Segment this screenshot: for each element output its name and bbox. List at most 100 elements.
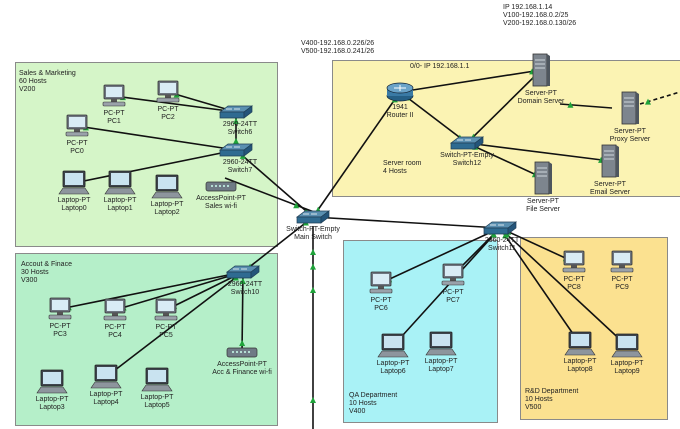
device-label-line: Sales wi-fi xyxy=(205,202,237,210)
zone-text: V400 xyxy=(349,408,366,415)
laptop6-icon[interactable] xyxy=(376,333,410,364)
link-extra xyxy=(224,177,315,213)
pc2-icon[interactable] xyxy=(153,80,183,109)
zone-text: 30 Hosts xyxy=(21,269,49,276)
device-label-line: PC-PT xyxy=(103,110,125,117)
laptop3-icon[interactable] xyxy=(35,369,69,400)
laptop8-icon[interactable] xyxy=(563,331,597,362)
device-label-line: Laptop6 xyxy=(380,367,406,375)
pc0-icon[interactable] xyxy=(62,114,92,143)
proxy-server-icon[interactable] xyxy=(619,90,641,131)
switch10-icon[interactable] xyxy=(225,264,261,285)
switch12-icon[interactable] xyxy=(449,135,485,156)
email-server-icon[interactable] xyxy=(599,143,621,184)
link-router-switch12 xyxy=(399,91,468,144)
device-label-line: PC0 xyxy=(70,147,84,155)
pc9-icon[interactable] xyxy=(607,250,637,279)
link-switch11-laptop9 xyxy=(499,227,628,347)
server-vlan-note: IP 192.168.1.14 V100-192.168.0.2/25 V200… xyxy=(503,4,576,28)
zone-text: V300 xyxy=(21,277,38,284)
switch7-icon[interactable] xyxy=(218,142,254,163)
laptop4-icon[interactable] xyxy=(89,364,123,395)
link-status-icon xyxy=(645,98,651,105)
domain-server-icon[interactable] xyxy=(530,52,552,93)
zone-rd-department xyxy=(520,237,668,420)
device-label-line: PC6 xyxy=(374,304,388,312)
pc8-icon[interactable] xyxy=(559,250,589,279)
zone-server-room xyxy=(332,60,680,197)
laptop9-icon[interactable] xyxy=(610,333,644,364)
laptop2-icon[interactable] xyxy=(150,174,184,205)
link-status-icon xyxy=(239,277,246,284)
device-label-line: Laptop-PT xyxy=(57,197,91,204)
device-label-line: PC-PT xyxy=(155,324,177,331)
file-server-icon[interactable] xyxy=(532,160,554,201)
laptop1-icon[interactable] xyxy=(103,170,137,201)
router-ip-note: 0/0- IP 192.168.1.1 xyxy=(410,63,469,71)
device-label-line: Server-PT xyxy=(525,90,557,97)
device-label-line: Switch-PT-Empty xyxy=(286,226,340,233)
link-pc0-switch7 xyxy=(76,125,237,151)
pc1-icon[interactable] xyxy=(99,84,129,113)
device-label-line: Laptop-PT xyxy=(610,360,644,367)
device-label-line: File Server xyxy=(526,205,560,213)
device-label-line: Switch12 xyxy=(452,159,482,167)
device-label-line: Laptop8 xyxy=(567,365,593,373)
device-label-line: Laptop0 xyxy=(61,204,87,212)
ap-acct-icon[interactable] xyxy=(225,345,259,364)
zone-text: V500 xyxy=(525,404,542,411)
device-label-line: Switch7 xyxy=(227,166,253,174)
link-status-icon xyxy=(293,202,300,209)
device-label-line: Domain Server xyxy=(517,97,565,105)
link-switch11-pc6 xyxy=(380,227,501,284)
pc3-icon[interactable] xyxy=(45,297,75,326)
link-status-icon xyxy=(310,263,316,270)
zone-rd-caption: R&D Department 10 Hosts V500 xyxy=(525,388,578,412)
device-label-line: Laptop4 xyxy=(93,398,119,406)
note-text: V100-192.168.0.2/25 xyxy=(503,12,569,19)
ap-sales-icon[interactable] xyxy=(204,179,238,198)
zone-text: 60 Hosts xyxy=(19,78,47,85)
link-pc1-switch6 xyxy=(113,95,237,113)
switch6-icon[interactable] xyxy=(218,104,254,125)
device-label-line: Laptop-PT xyxy=(140,394,174,401)
link-switch11-laptop6 xyxy=(392,227,501,347)
link-switch11-laptop8 xyxy=(499,227,581,345)
note-text: 0/0- IP 192.168.1.1 xyxy=(410,63,470,70)
laptop7-icon[interactable] xyxy=(424,331,458,362)
pc6-icon[interactable] xyxy=(366,271,396,300)
link-switch7-main_switch xyxy=(235,149,314,218)
device-label-line: PC-PT xyxy=(104,324,126,331)
pc4-icon[interactable] xyxy=(100,298,130,327)
device-label-line: Server-PT xyxy=(614,128,646,135)
main-switch-icon[interactable] xyxy=(295,209,331,230)
device-label-line: Laptop2 xyxy=(154,208,180,216)
zone-text: 10 Hosts xyxy=(525,396,553,403)
pc7-icon[interactable] xyxy=(438,263,468,292)
laptop0-icon[interactable] xyxy=(57,170,91,201)
device-label-line: Switch6 xyxy=(227,128,253,136)
zone-text: 4 Hosts xyxy=(383,168,407,175)
device-label-line: AccessPoint-PT xyxy=(217,361,267,368)
pc5-icon[interactable] xyxy=(151,298,181,327)
switch11-icon[interactable] xyxy=(482,220,518,241)
device-label-line: 2960-24TT xyxy=(484,237,520,244)
device-label-line: Laptop9 xyxy=(614,367,640,375)
laptop5-icon[interactable] xyxy=(140,367,174,398)
link-switch10-pc3 xyxy=(59,271,244,310)
device-label-line: PC7 xyxy=(446,296,460,304)
router-icon[interactable] xyxy=(385,81,415,108)
